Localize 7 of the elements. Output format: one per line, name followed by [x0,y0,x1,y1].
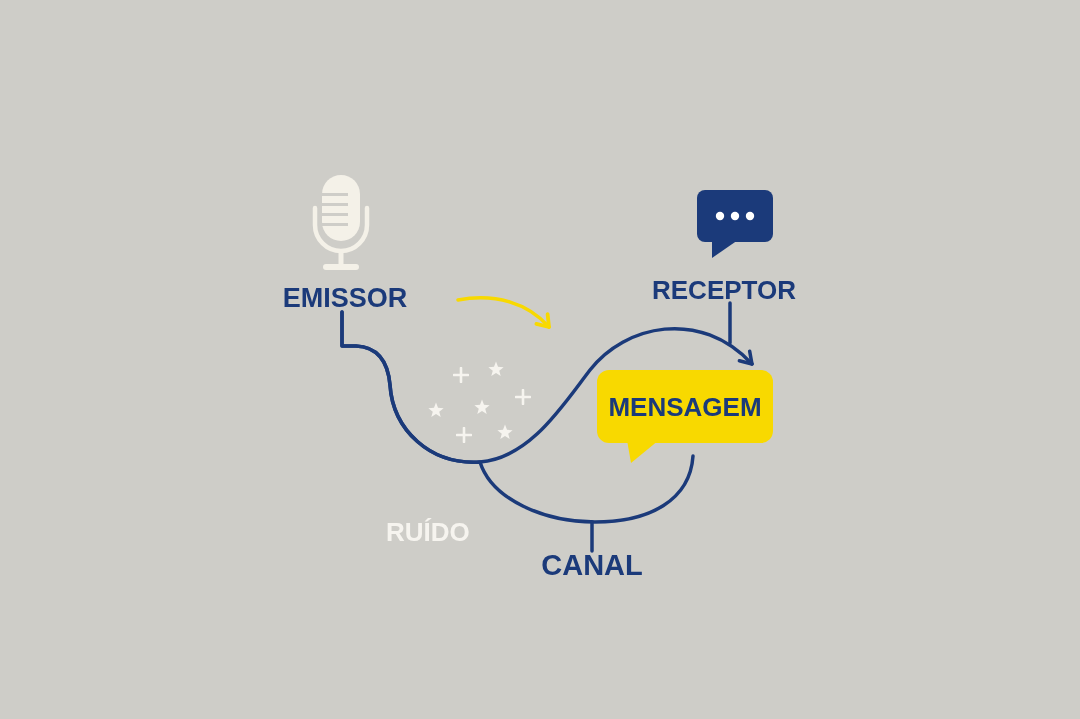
leader-line [590,520,594,553]
node-label: CANAL [541,551,643,580]
bubble-label: MENSAGEM [608,394,762,420]
leader-line [728,301,732,345]
node-label: EMISSOR [282,285,408,312]
node-label: RECEPTOR [652,277,796,303]
curved-line [340,310,695,524]
